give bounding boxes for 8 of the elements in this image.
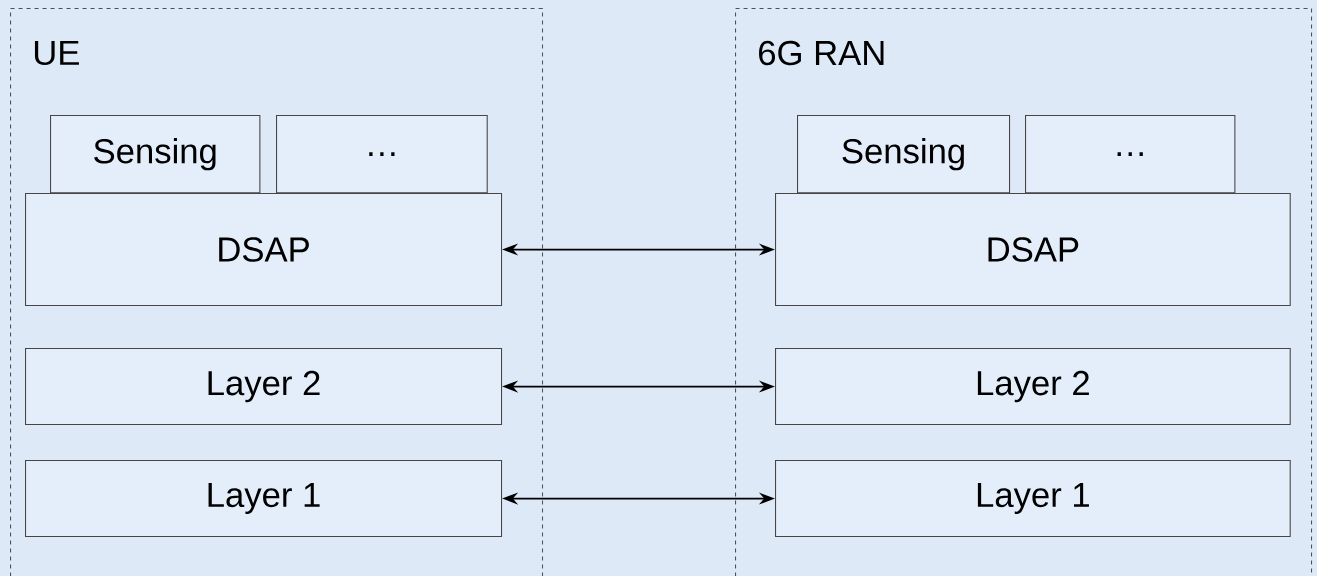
layer-box: Layer 1 bbox=[775, 460, 1291, 538]
layer-box: Layer 2 bbox=[775, 348, 1291, 426]
layer-box: … bbox=[276, 115, 488, 194]
layer-box: … bbox=[1025, 115, 1236, 194]
layer-box: Sensing bbox=[50, 115, 261, 194]
layer-box: Layer 2 bbox=[25, 348, 503, 426]
layer-box: Layer 1 bbox=[25, 460, 503, 538]
layer-box: Sensing bbox=[797, 115, 1011, 194]
